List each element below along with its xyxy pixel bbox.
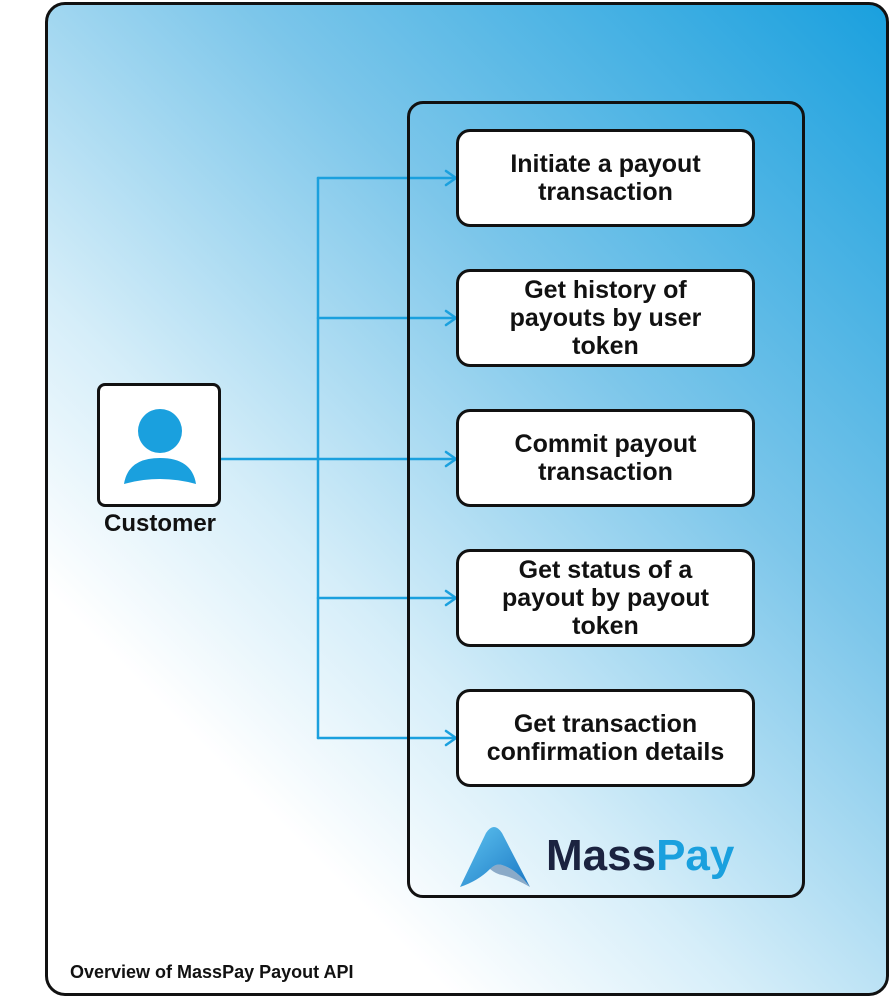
operation-label: Initiate a payout transaction [510, 150, 701, 206]
customer-label: Customer [103, 510, 217, 537]
masspay-logo: MassPay [456, 825, 776, 890]
wordmark-part-1: Mass [546, 831, 657, 880]
masspay-api-panel [407, 101, 805, 898]
operation-label: Get status of a payout by payout token [502, 556, 709, 640]
wordmark-part-2: Pay [656, 831, 735, 880]
operation-get-status: Get status of a payout by payout token [456, 549, 755, 647]
customer-node [97, 383, 221, 507]
operation-commit-payout: Commit payout transaction [456, 409, 755, 507]
operation-get-history: Get history of payouts by user token [456, 269, 755, 367]
diagram-caption: Overview of MassPay Payout API [70, 962, 354, 982]
masspay-logo-mark [460, 827, 530, 887]
operation-label: Get transaction confirmation details [486, 710, 725, 766]
operation-confirmation-details: Get transaction confirmation details [456, 689, 755, 787]
operation-label: Get history of payouts by user token [509, 276, 702, 360]
user-icon [124, 409, 196, 484]
operation-label: Commit payout transaction [514, 430, 697, 486]
operation-initiate-payout: Initiate a payout transaction [456, 129, 755, 227]
masspay-wordmark: MassPay [546, 831, 734, 881]
